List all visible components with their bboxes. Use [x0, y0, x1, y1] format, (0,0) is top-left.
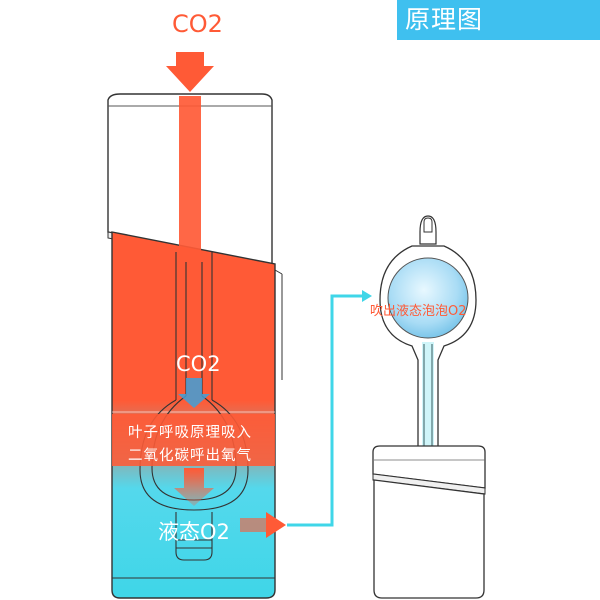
leaf-principle-line-1: 叶子呼吸原理吸入 — [128, 425, 252, 441]
down-arrow-icon — [174, 468, 214, 506]
bubble-o2-label: 吹出液态泡泡O2 — [370, 304, 467, 319]
down-arrow-icon — [178, 378, 210, 408]
bubble — [387, 257, 469, 339]
bubble-wand — [379, 215, 477, 452]
diagram-title-badge: 原理图 — [397, 0, 600, 40]
co2-intake-label: CO2 — [172, 10, 223, 38]
liquid-out-arrow — [240, 512, 286, 538]
liquid-o2-label: 液态O2 — [158, 520, 230, 544]
co2-intake-arrow — [166, 52, 214, 256]
flow-arrow-icon — [362, 290, 372, 302]
bubble-base — [372, 445, 486, 599]
co2-inner-label: CO2 — [176, 352, 221, 376]
flow-connector — [287, 290, 372, 527]
down-arrow-icon — [166, 52, 214, 92]
leaf-principle-line-2: 二氧化碳呼出氧气 — [128, 448, 252, 464]
leaf-text-band — [112, 414, 275, 466]
right-arrow-icon — [266, 512, 286, 538]
